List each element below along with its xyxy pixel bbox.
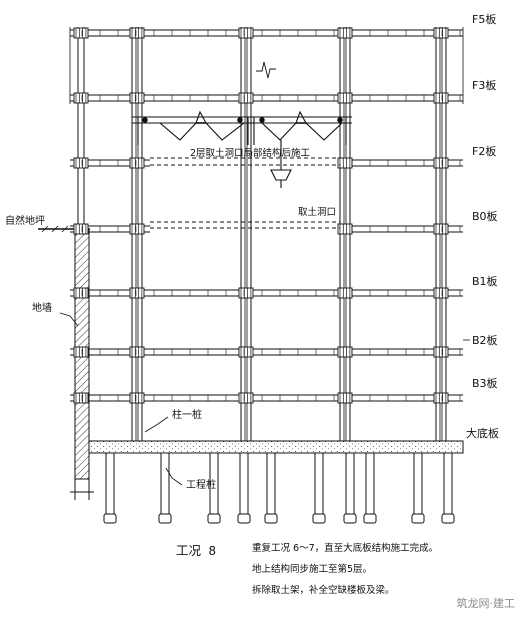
- pile: [441, 453, 455, 524]
- floor-slab-b3: [70, 392, 463, 404]
- opening-dashed-lines: [150, 157, 340, 229]
- opening-label: 取土洞口: [298, 207, 337, 218]
- floor-slab-f5: [70, 27, 463, 39]
- floor-label-f2: F2板: [472, 145, 497, 158]
- floor-slab-b0: [70, 223, 463, 235]
- floor-slab-b2: [70, 346, 463, 358]
- floor-slab-f3: [70, 92, 463, 104]
- soil-lifting-frame: [132, 110, 352, 188]
- pile: [103, 453, 117, 524]
- column: [77, 27, 85, 229]
- floor-label-base: 大底板: [466, 427, 499, 440]
- pile: [264, 453, 278, 524]
- pile-leader: [165, 467, 183, 486]
- floor-slab-f2: [70, 157, 463, 169]
- floor-slabs: [69, 27, 464, 404]
- diaphragm-wall-label: 地墙: [32, 303, 52, 314]
- ground-line-label: 自然地坪: [5, 216, 45, 227]
- caption-line-1: 重复工况 6～7，直至大底板结构施工完成。: [252, 543, 439, 554]
- engineering-pile-label: 工程桩: [186, 480, 216, 491]
- column: [240, 27, 252, 441]
- floor-label-b3: B3板: [472, 377, 498, 390]
- floor-label-b1: B1板: [472, 275, 498, 288]
- base-slab: [88, 440, 464, 454]
- pile: [411, 453, 425, 524]
- caption-line-2: 地上结构同步施工至第5层。: [252, 564, 373, 575]
- pile: [312, 453, 326, 524]
- floor-slab-b1: [70, 287, 463, 299]
- pile: [343, 453, 357, 524]
- watermark: 筑龙网·建工: [456, 597, 516, 610]
- pile: [158, 453, 172, 524]
- break-mark: [256, 61, 276, 79]
- pile: [363, 453, 377, 524]
- column-pile-label: 柱一桩: [172, 410, 202, 421]
- pile: [207, 453, 221, 524]
- pile: [237, 453, 251, 524]
- floor-label-b2: B2板: [472, 334, 498, 347]
- floor-label-f3: F3板: [472, 79, 497, 92]
- engineering-piles: [103, 453, 455, 524]
- caption-line-3: 拆除取土架，补全空缺楼板及梁。: [252, 585, 395, 596]
- wall-leader: [59, 312, 79, 327]
- column-pile-leader: [144, 416, 169, 433]
- stage-title: 工况 8: [176, 543, 217, 558]
- opening-rear-construction-label: 2层取土洞口局部结构后施工: [190, 148, 311, 159]
- floor-label-f5: F5板: [472, 13, 497, 26]
- floor-label-b0: B0板: [472, 210, 498, 223]
